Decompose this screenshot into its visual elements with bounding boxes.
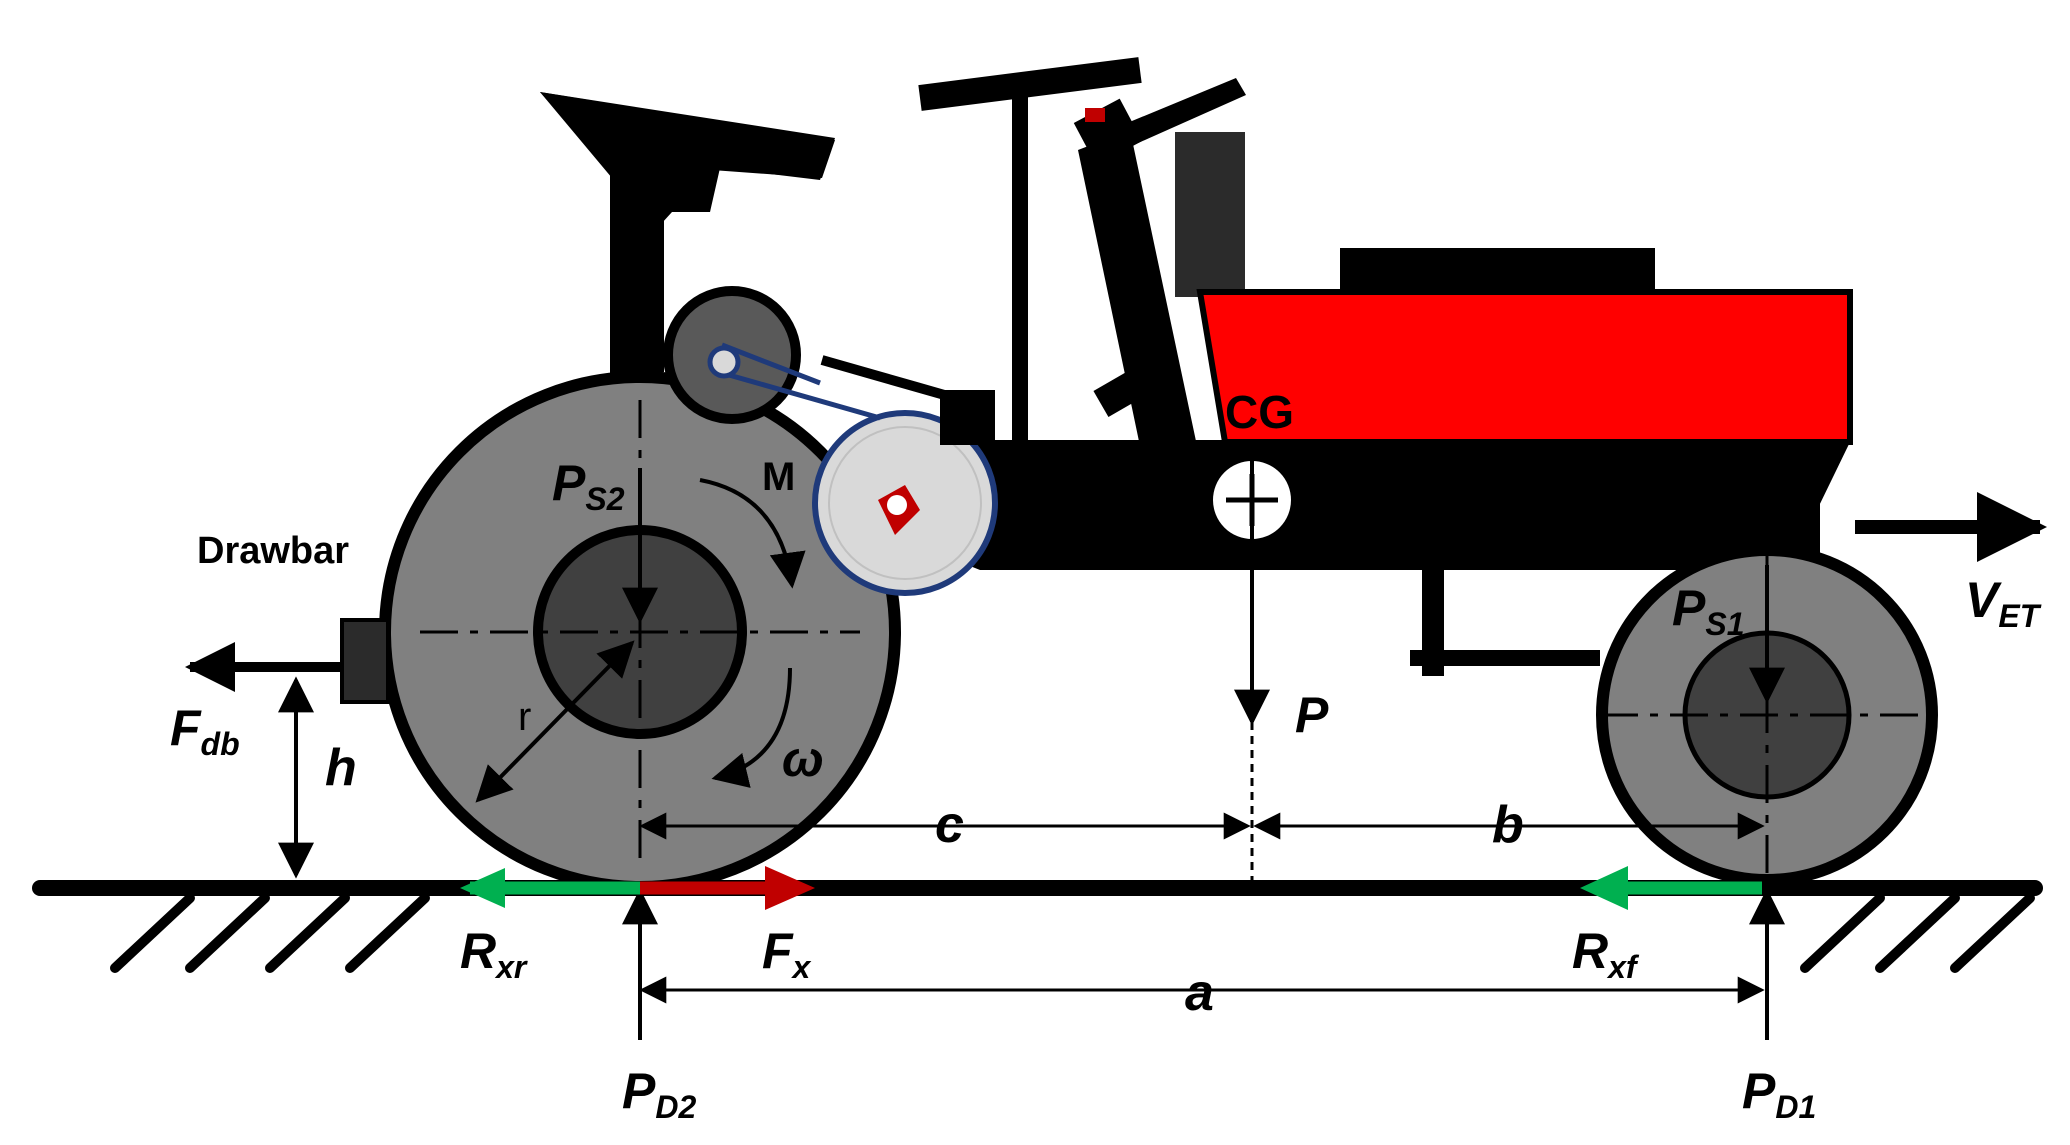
pd2-label: PD2 — [622, 1063, 696, 1125]
steering-wheel — [918, 57, 1142, 452]
dashboard-panel — [1175, 132, 1245, 297]
c-label: c — [935, 796, 964, 854]
omega-label: ω — [782, 731, 824, 787]
tractor-body — [540, 57, 1853, 676]
moment-arrow — [699, 478, 806, 589]
pd1-label: PD1 — [1742, 1063, 1816, 1125]
cg-label: CG — [1225, 386, 1294, 438]
drawbar-hitch — [340, 618, 390, 704]
front-wheel — [1596, 544, 1938, 886]
rxf-label: Rxf — [1572, 923, 1640, 985]
p-label: P — [1295, 687, 1329, 743]
engine-top — [1340, 248, 1655, 296]
force-arrows — [185, 440, 2047, 1040]
pulley-drive — [663, 286, 998, 596]
ground-hatching — [110, 893, 2035, 973]
engine-hood-red — [1196, 289, 1853, 445]
ignition-key-icon — [1085, 108, 1105, 122]
labels: Drawbar CG M ω r h P c b a PS2 PS1 PD2 P… — [170, 386, 2042, 1125]
moment-label: M — [762, 455, 795, 499]
rxr-label: Rxr — [460, 923, 528, 985]
steering-column — [1078, 130, 1200, 470]
a-label: a — [1185, 964, 1214, 1022]
vet-label: VET — [1965, 572, 2042, 634]
ps2-label: PS2 — [552, 455, 625, 517]
radius-label: r — [518, 695, 531, 739]
drawbar-label: Drawbar — [197, 530, 349, 572]
ps1-label: PS1 — [1672, 580, 1745, 642]
fdb-label: Fdb — [170, 700, 240, 762]
fx-label: Fx — [762, 923, 812, 985]
omega-arrow — [711, 667, 792, 788]
front-bracket — [1422, 566, 1444, 676]
height-label: h — [325, 739, 357, 797]
rear-wheel — [379, 371, 901, 893]
ground — [32, 880, 2043, 973]
pedal — [1093, 355, 1164, 417]
b-label: b — [1492, 796, 1524, 854]
radius-arrow — [475, 640, 635, 803]
